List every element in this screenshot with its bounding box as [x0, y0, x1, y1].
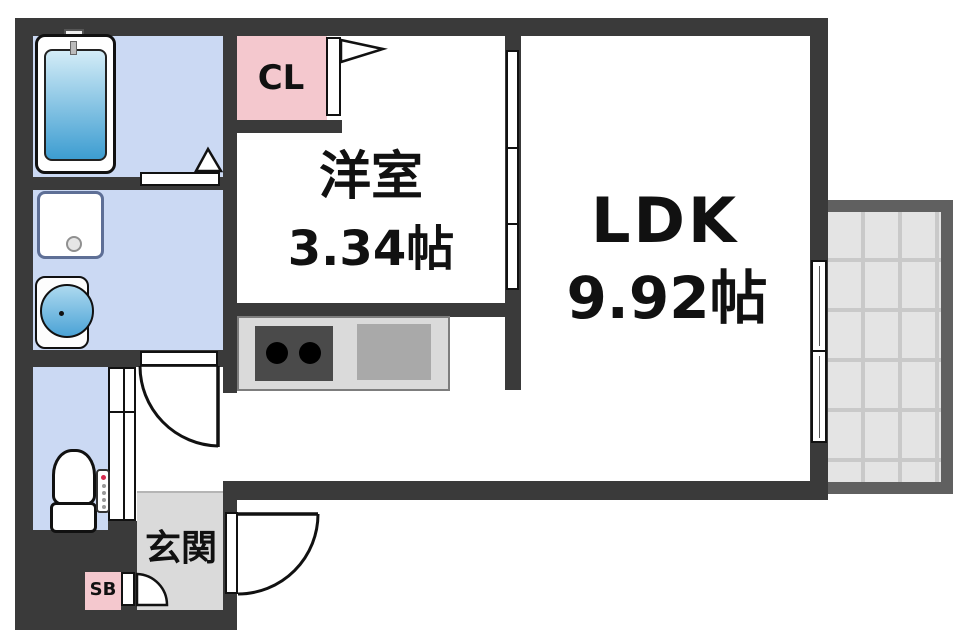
washbasin-drain-dot: [59, 311, 64, 316]
western-room-label: 洋室: [318, 147, 424, 207]
bathroom-door-opening: [140, 172, 220, 186]
shoe-box-door-leaf: [121, 572, 135, 606]
washing-machine-pan-icon: [37, 191, 104, 259]
kitchen-counter-icon: [237, 316, 450, 391]
western-room-size: 3.34帖: [287, 221, 455, 277]
wall-westernroom-bottom: [223, 303, 521, 317]
gas-stove-icon: [255, 326, 333, 381]
closet-door-icon: [339, 38, 388, 64]
entrance-door-swing: [237, 513, 320, 596]
toilet-control-panel-icon: [96, 469, 110, 513]
toilet-sliding-door: [108, 367, 136, 521]
closet-door-leaf: [326, 37, 341, 116]
bath-faucet-stem: [70, 41, 77, 55]
washbasin-bowl-icon: [40, 284, 94, 338]
toilet-tank-icon: [50, 502, 97, 533]
wall-top: [15, 18, 828, 36]
kitchen-sink-icon: [357, 324, 431, 380]
washroom-door-opening: [140, 351, 218, 366]
wall-bottom-left: [15, 610, 237, 630]
balcony-sliding-glass-door: [811, 260, 827, 443]
entrance-door-opening: [225, 512, 238, 594]
ldk-size: 9.92帖: [566, 264, 768, 332]
wall-left: [15, 18, 33, 630]
shoe-box: [85, 572, 121, 610]
closet-floor: [237, 36, 327, 120]
wall-closet-bottom: [223, 120, 342, 133]
bathtub-icon: [35, 34, 116, 174]
closet-label: CL: [257, 58, 305, 98]
wall-ldk-bottom: [223, 481, 828, 500]
westernroom-ldk-sliding-door: [506, 50, 519, 290]
wall-center-upper: [223, 18, 237, 393]
ldk-label: LDK: [590, 184, 740, 257]
toilet-bowl-icon: [52, 449, 96, 506]
entrance-label: 玄関: [144, 528, 218, 569]
shoe-box-label: SB: [89, 579, 117, 600]
washroom-door-swing: [138, 365, 219, 448]
balcony-floor: [828, 212, 941, 482]
